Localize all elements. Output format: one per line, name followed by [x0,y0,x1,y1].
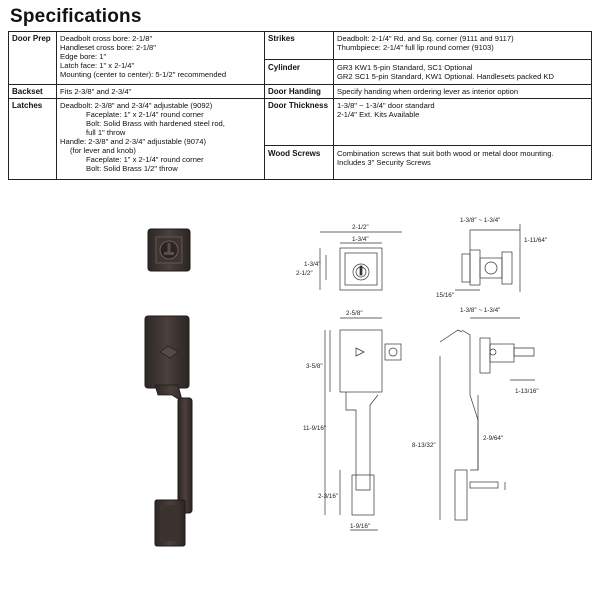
dim-label: 1-3/4" [352,236,369,243]
spec-line: Fits 2-3/8" and 2-3/4" [60,87,132,96]
spec-line: Includes 3" Security Screws [337,158,431,167]
spec-label-strikes: Strikes Cylinder [264,31,334,85]
spec-line: 1-3/8" ~ 1-3/4" door standard [337,101,435,110]
spec-label-door-thickness: Door Thickness [265,99,333,146]
spec-line: Deadbolt: 2-3/8" and 2-3/4" adjustable (… [60,101,213,110]
spec-line: Faceplate: 1" x 2-1/4" round corner [86,155,204,164]
spec-line: full 1" throw [86,128,126,137]
dim-label: 11-9/16" [303,425,326,432]
dim-label: 15/16" [436,292,454,299]
dim-label: 1-13/16" [515,388,539,395]
spec-line: Combination screws that suit both wood o… [337,149,554,158]
spec-line: Faceplate: 1" x 2-1/4" round corner [86,110,204,119]
spec-line: 2-1/4" Ext. Kits Available [337,110,420,119]
spec-line: GR3 KW1 5-pin Standard, SC1 Optional [337,63,473,72]
spec-line: Specify handing when ordering lever as i… [337,87,519,96]
deadbolt-photo [147,228,191,272]
spec-line: Deadbolt: 2-1/4" Rd. and Sq. corner (911… [337,34,514,43]
spec-value-strikes: Deadbolt: 2-1/4" Rd. and Sq. corner (911… [333,31,592,85]
dim-label: 1-9/16" [350,523,370,530]
spec-label-door-prep: Door Prep [8,31,57,85]
deadbolt-side-drawing [455,224,521,292]
dim-label: 1-3/8" ~ 1-3/4" [460,217,500,224]
spec-label-thickness-screws: Door Thickness Wood Screws [264,98,334,180]
spec-line: Handleset cross bore: 2-1/8" [60,43,156,52]
table-row: Latches Deadbolt: 2-3/8" and 2-3/4" adju… [8,98,592,180]
spec-label: Strikes [265,32,333,60]
specifications-table: Door Prep Deadbolt cross bore: 2-1/8" Ha… [8,31,592,180]
spec-line: Edge bore: 1" [60,52,107,61]
spec-line: Thumbpiece: 2-1/4" full lip round corner… [337,43,494,52]
dim-label: 3-5/8" [306,363,323,370]
dim-label: 2-1/2" [352,224,369,231]
dim-label: 1-3/8" ~ 1-3/4" [460,307,500,314]
spec-line: Bolt: Solid Brass 1/2" throw [86,164,178,173]
spec-label-wood-screws: Wood Screws [268,149,321,158]
dim-label: 2-5/8" [346,310,363,317]
spec-line: Handle: 2-3/8" and 2-3/4" adjustable (90… [60,137,206,146]
handleset-front-drawing [324,317,402,531]
table-row: Door Prep Deadbolt cross bore: 2-1/8" Ha… [8,31,592,85]
spec-line: GR2 SC1 5-pin Standard, KW1 Optional. Ha… [337,72,554,81]
spec-value-latches: Deadbolt: 2-3/8" and 2-3/4" adjustable (… [56,98,265,180]
spec-line: Latch face: 1" x 2-1/4" [60,61,135,70]
spec-line: Deadbolt cross bore: 2-1/8" [60,34,153,43]
handleset-photo [144,315,193,547]
dim-label: 2-1/2" [296,270,313,277]
spec-label-latches: Latches [8,98,57,180]
spec-value-door-prep: Deadbolt cross bore: 2-1/8" Handleset cr… [56,31,265,85]
dim-label: 1-11/64" [524,237,547,244]
dim-label: 2-9/64" [483,435,503,442]
dim-label: 1-3/4" [304,261,321,268]
spec-value-thickness-screws: 1-3/8" ~ 1-3/4" door standard 2-1/4" Ext… [333,98,592,180]
page-title: Specifications [10,6,142,27]
spec-line: (for lever and knob) [70,146,136,155]
dim-label: 8-13/32" [412,442,436,449]
spec-line: Mounting (center to center): 5-1/2" reco… [60,70,227,79]
dim-label: 2-3/16" [318,493,338,500]
spec-label-cylinder: Cylinder [268,63,301,72]
deadbolt-front-drawing [319,231,402,291]
spec-line: Bolt: Solid Brass with hardened steel ro… [86,119,225,128]
handleset-side-drawing [439,317,535,521]
